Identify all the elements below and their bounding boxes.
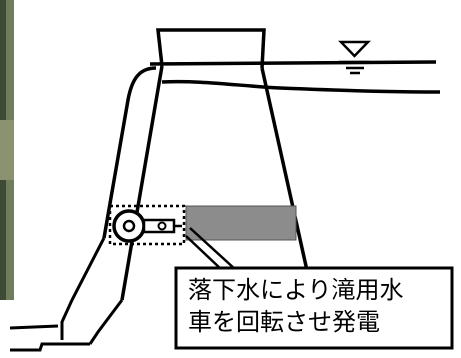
turbine-highlight-box xyxy=(108,204,186,246)
reservoir-line-2 xyxy=(161,79,441,94)
callout-box xyxy=(174,266,454,350)
reservoir-surface xyxy=(149,60,437,66)
penstock-pipe-inner xyxy=(88,299,124,345)
dam-inner-left-face xyxy=(120,65,164,301)
intake-conduit xyxy=(185,205,297,241)
callout-line-1: 落下水により滝用水 xyxy=(188,276,404,304)
callout-pointer xyxy=(185,235,223,271)
dam-left-face xyxy=(102,66,157,239)
outflow-channel xyxy=(9,324,59,330)
outflow-channel-bottom xyxy=(10,342,90,352)
waterwheel-icon xyxy=(112,209,182,243)
water-level-symbol xyxy=(338,40,371,75)
dam-crest xyxy=(156,28,266,69)
photo-edge xyxy=(0,0,14,300)
callout-text: 落下水により滝用水 車を回転させ発電 xyxy=(188,274,446,338)
penstock-pipe xyxy=(60,237,106,340)
callout-line-2: 車を回転させ発電 xyxy=(188,308,380,336)
callout-pointer-2 xyxy=(189,227,237,271)
